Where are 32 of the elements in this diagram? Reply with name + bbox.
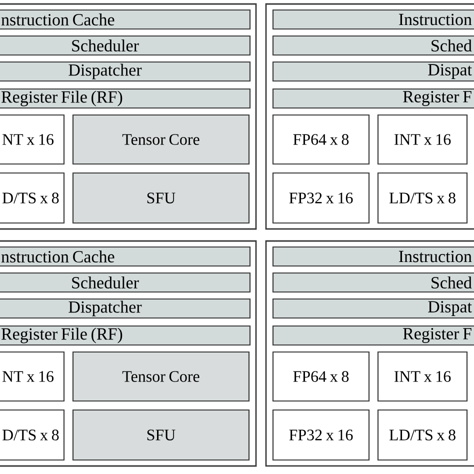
- unit-box: FP32 x 16: [272, 409, 370, 461]
- unit-box: D/TS x 8: [0, 409, 65, 461]
- unit-bar: Instruction: [272, 246, 474, 267]
- unit-box: LD/TS x 8: [377, 172, 468, 224]
- unit-bar: Dispatcher: [0, 298, 251, 319]
- unit-bar: nstruction Cache: [0, 246, 251, 267]
- unit-box: FP64 x 8: [272, 114, 370, 165]
- unit-box: SFU: [72, 172, 250, 224]
- unit-bar: Dispat: [272, 61, 474, 82]
- unit-box: Tensor Core: [72, 114, 250, 165]
- unit-bar: Sched: [272, 272, 474, 293]
- unit-bar: Register F: [272, 325, 474, 346]
- unit-bar: Instruction: [272, 9, 474, 30]
- unit-box: INT x 16: [377, 114, 468, 165]
- unit-bar: Register File (RF): [0, 88, 251, 109]
- unit-bar: Sched: [272, 35, 474, 56]
- unit-box: D/TS x 8: [0, 172, 65, 224]
- unit-box: SFU: [72, 409, 250, 461]
- unit-bar: Register File (RF): [0, 325, 251, 346]
- unit-box: FP64 x 8: [272, 351, 370, 402]
- unit-box: NT x 16: [0, 351, 65, 402]
- unit-bar: Scheduler: [0, 272, 251, 293]
- unit-box: Tensor Core: [72, 351, 250, 402]
- unit-bar: Dispatcher: [0, 61, 251, 82]
- unit-box: NT x 16: [0, 114, 65, 165]
- unit-box: INT x 16: [377, 351, 468, 402]
- unit-bar: Register F: [272, 88, 474, 109]
- unit-box: FP32 x 16: [272, 172, 370, 224]
- unit-bar: Scheduler: [0, 35, 251, 56]
- unit-bar: Dispat: [272, 298, 474, 319]
- unit-bar: nstruction Cache: [0, 9, 251, 30]
- unit-box: LD/TS x 8: [377, 409, 468, 461]
